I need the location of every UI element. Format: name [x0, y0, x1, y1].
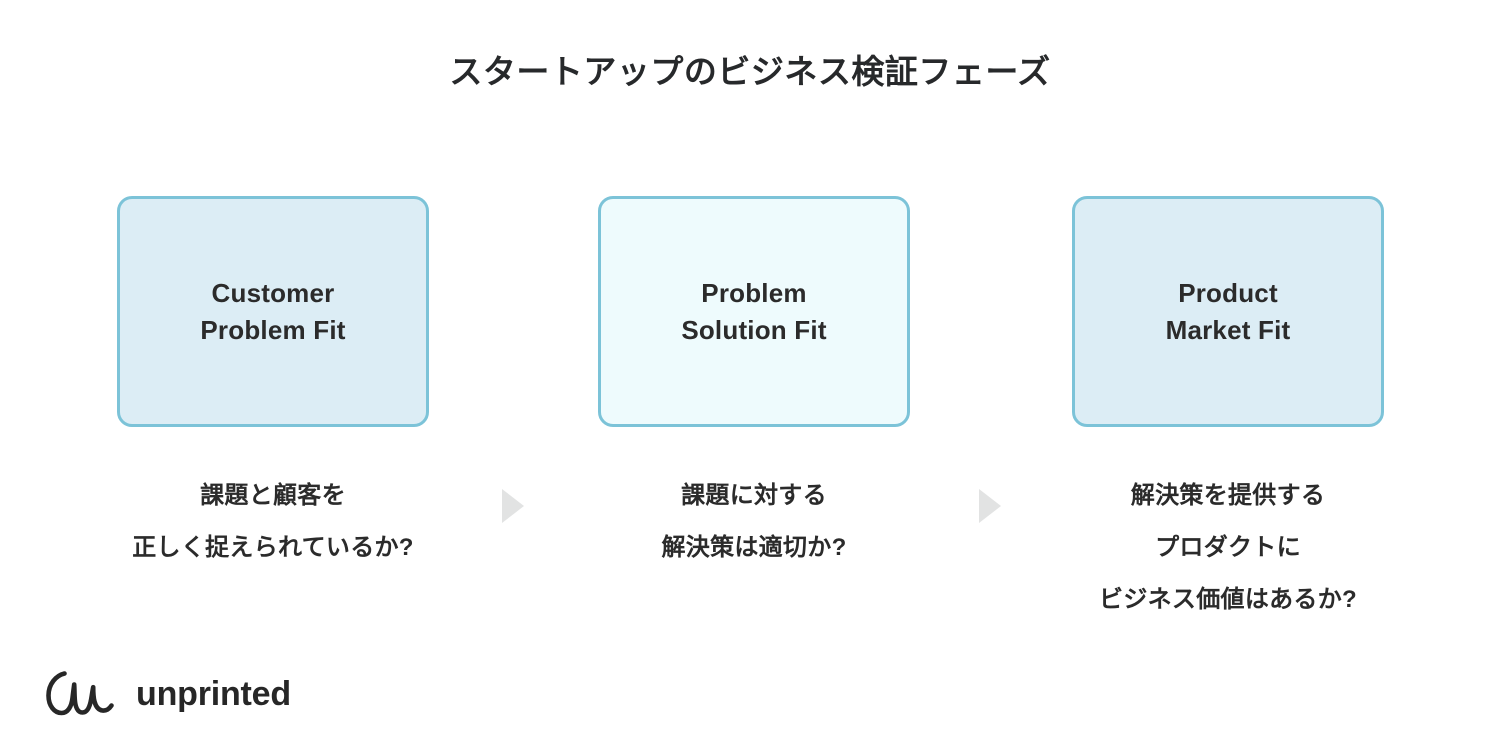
phase-box-label: Problem Solution Fit [681, 277, 827, 345]
triangle-right-icon [979, 489, 1001, 523]
brand-logo: unprinted [44, 668, 291, 720]
phase-box-product-market-fit[interactable]: Product Market Fit [1072, 196, 1384, 427]
phase-item-product-market-fit: Product Market Fit 解決策を提供する プロダクトに ビジネス価… [1072, 196, 1384, 613]
phase-box-customer-problem-fit[interactable]: Customer Problem Fit [117, 196, 429, 427]
page-title: スタートアップのビジネス検証フェーズ [449, 53, 1051, 90]
phase-caption: 課題と顧客を 正しく捉えられているか? [132, 482, 414, 561]
phase-item-problem-solution-fit: Problem Solution Fit 課題に対する 解決策は適切か? [598, 196, 910, 561]
phase-box-label: Customer Problem Fit [200, 277, 346, 345]
phase-caption: 課題に対する 解決策は適切か? [661, 482, 847, 561]
phase-flow: Customer Problem Fit 課題と顧客を 正しく捉えられているか?… [0, 196, 1500, 636]
unprinted-cursive-mark-icon [46, 671, 114, 716]
phase-caption-container: 課題と顧客を 正しく捉えられているか? [57, 427, 489, 574]
phase-caption-container: 課題に対する 解決策は適切か? [538, 427, 970, 574]
brand-name: unprinted [136, 675, 291, 713]
phase-item-customer-problem-fit: Customer Problem Fit 課題と顧客を 正しく捉えられているか? [117, 196, 429, 561]
triangle-right-icon [502, 489, 524, 523]
phase-box-label: Product Market Fit [1165, 277, 1291, 345]
phase-caption: 解決策を提供する プロダクトに ビジネス価値はあるか? [1099, 482, 1357, 613]
phase-caption-container: 解決策を提供する プロダクトに ビジネス価値はあるか? [1012, 427, 1444, 626]
phase-box-problem-solution-fit[interactable]: Problem Solution Fit [598, 196, 910, 427]
